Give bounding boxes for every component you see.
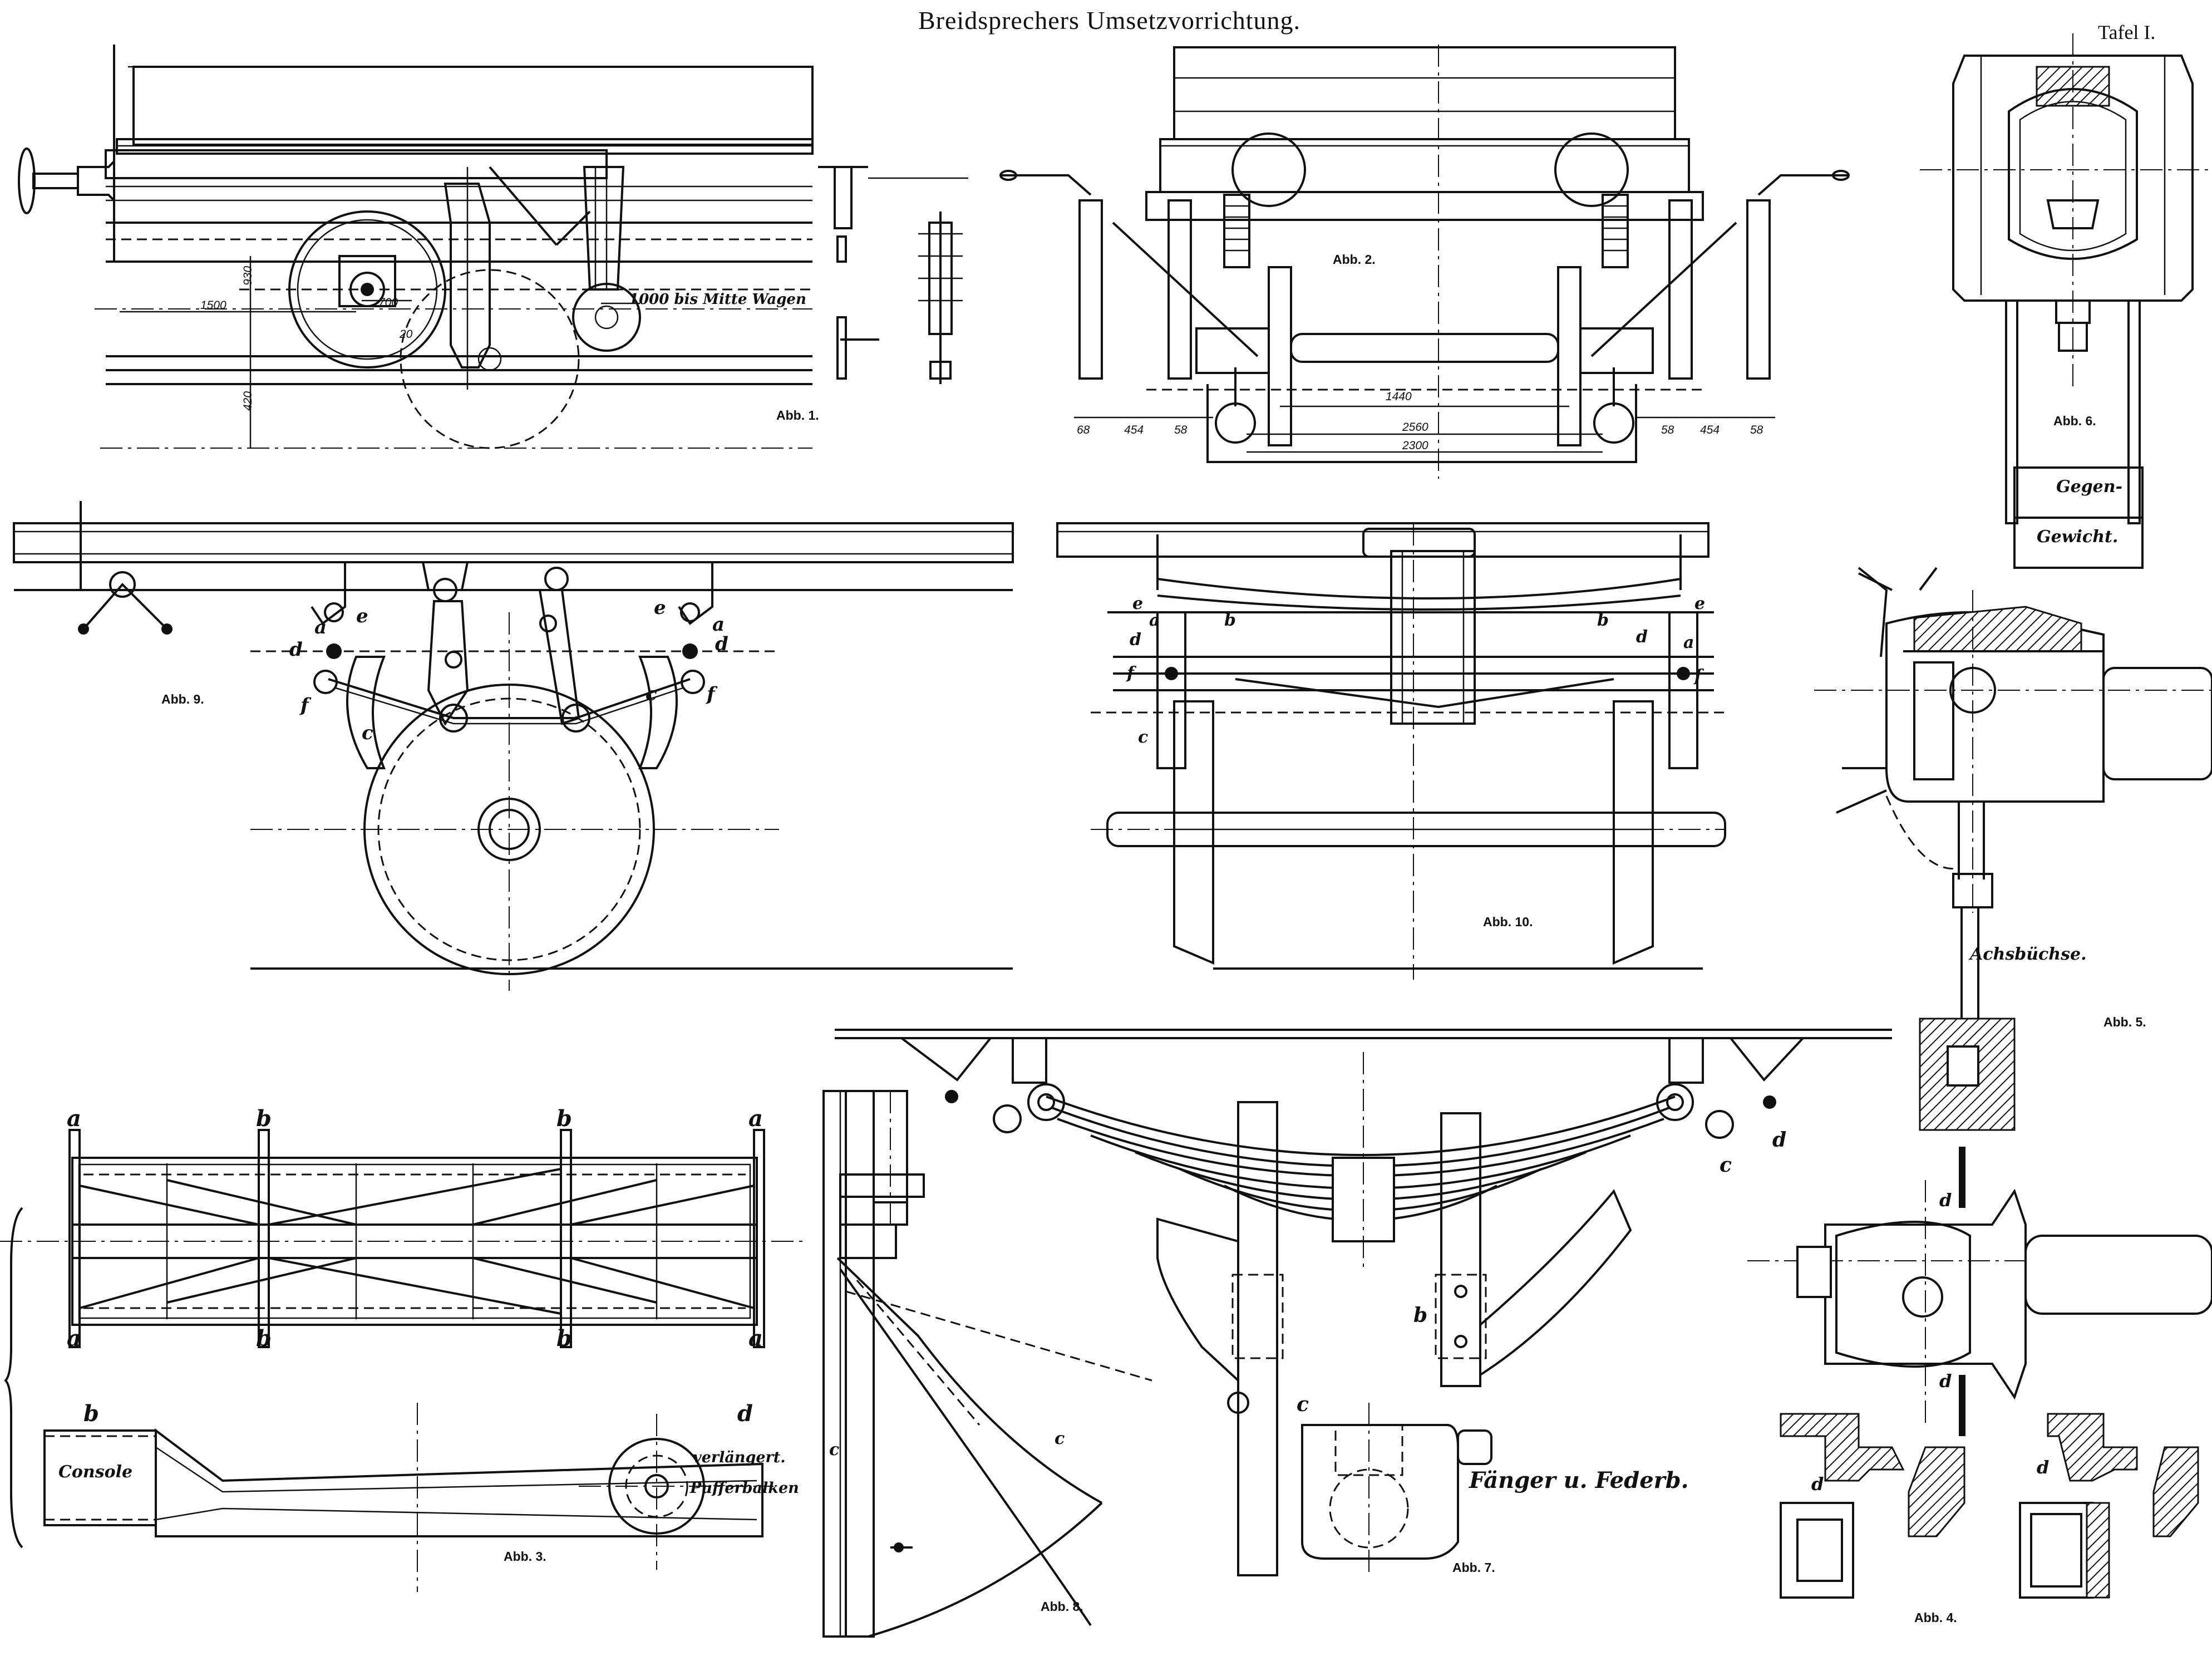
letter-e: e bbox=[654, 597, 666, 619]
letter-b: b bbox=[556, 1105, 572, 1132]
letter-d: d bbox=[1939, 1370, 1952, 1392]
letter-d: d bbox=[1772, 1128, 1787, 1152]
letter-c: c bbox=[646, 683, 657, 705]
letter-c: c bbox=[362, 722, 373, 744]
figure-label-abb10: Abb. 10. bbox=[1483, 915, 1533, 929]
letter-a: a bbox=[748, 1325, 763, 1352]
dim-right-58: 58 bbox=[1661, 424, 1674, 436]
dim-700: 700 bbox=[378, 296, 398, 309]
figure-label-abb2: Abb. 2. bbox=[1333, 252, 1376, 267]
detail-sketch bbox=[818, 166, 968, 384]
letter-e: e bbox=[1132, 594, 1144, 613]
figure-label-abb7: Abb. 7. bbox=[1452, 1560, 1495, 1575]
letter-b: b bbox=[256, 1105, 272, 1132]
dim-420: 420 bbox=[242, 391, 255, 411]
abb10-drawing bbox=[1056, 522, 1726, 980]
abb4-drawing bbox=[1747, 1147, 2212, 1599]
inscription-achsbuchse: Achsbüchse. bbox=[1970, 945, 2087, 964]
letter-d: d bbox=[1130, 630, 1141, 650]
letter-d: d bbox=[715, 633, 728, 655]
letter-a: a bbox=[67, 1105, 81, 1132]
inscription-gewicht: Gewicht. bbox=[2037, 527, 2119, 547]
letter-a: a bbox=[712, 613, 725, 636]
inscription-pufferbalken: Pufferbalken bbox=[690, 1480, 799, 1497]
letter-b: b bbox=[1597, 611, 1609, 630]
letter-d: d bbox=[1939, 1190, 1952, 1211]
figure-label-abb3: Abb. 3. bbox=[504, 1549, 546, 1564]
letter-a: a bbox=[67, 1325, 81, 1352]
letter-a: a bbox=[748, 1105, 763, 1132]
inscription-verlaengert: verlängert. bbox=[693, 1449, 786, 1466]
dim-930: 930 bbox=[242, 266, 255, 286]
figure-label-abb4: Abb. 4. bbox=[1914, 1610, 1957, 1625]
inscription-gegen: Gegen- bbox=[2056, 477, 2123, 497]
dim-2300: 2300 bbox=[1402, 439, 1428, 452]
letter-b: b bbox=[1413, 1304, 1428, 1327]
plate-number: Tafel I. bbox=[2098, 21, 2156, 43]
letter-f: f bbox=[1127, 664, 1134, 683]
letter-b: b bbox=[1224, 611, 1236, 630]
letter-b: b bbox=[83, 1401, 99, 1427]
figure-label-abb6: Abb. 6. bbox=[2053, 414, 2096, 428]
letter-f: f bbox=[707, 683, 715, 705]
figure-label-abb5: Abb. 5. bbox=[2103, 1015, 2146, 1029]
abb1-drawing bbox=[18, 45, 814, 449]
inscription-console: Console bbox=[58, 1462, 133, 1482]
letter-c: c bbox=[1138, 728, 1149, 747]
abb6-drawing bbox=[1920, 33, 2212, 569]
letter-f: f bbox=[1694, 666, 1702, 686]
dim-2560: 2560 bbox=[1402, 421, 1428, 434]
abb7-drawing bbox=[835, 1029, 1892, 1576]
dim-right-454: 454 bbox=[1700, 424, 1720, 436]
letter-d: d bbox=[2037, 1457, 2050, 1478]
letter-f: f bbox=[300, 694, 309, 716]
abb9-drawing bbox=[13, 501, 1014, 991]
letter-d: d bbox=[1811, 1473, 1824, 1495]
letter-c: c bbox=[1055, 1429, 1065, 1448]
letter-a: a bbox=[1149, 611, 1160, 630]
dim-right-58b: 58 bbox=[1750, 424, 1763, 436]
figure-label-abb1: Abb. 1. bbox=[776, 408, 819, 422]
dim-left-454: 454 bbox=[1124, 424, 1144, 436]
letter-c: c bbox=[1720, 1153, 1732, 1177]
letter-a: a bbox=[314, 616, 327, 638]
dim-1440: 1440 bbox=[1386, 390, 1412, 403]
figure-label-abb8: Abb. 8. bbox=[1041, 1599, 1083, 1614]
plate-title: Breidsprechers Umsetzvorrichtung. bbox=[918, 6, 1301, 35]
letter-b: b bbox=[256, 1325, 272, 1352]
abb2-drawing bbox=[999, 45, 1850, 479]
figure-label-abb9: Abb. 9. bbox=[161, 692, 204, 706]
abb8-drawing bbox=[822, 1090, 1152, 1638]
abb3-drawing bbox=[0, 1129, 807, 1592]
letter-c: c bbox=[829, 1440, 840, 1460]
dim-1500: 1500 bbox=[200, 299, 226, 312]
dim-note-mitte-wagen: 1000 bis Mitte Wagen bbox=[629, 291, 806, 308]
letter-c: c bbox=[1297, 1393, 1309, 1416]
letter-b: b bbox=[556, 1325, 572, 1352]
abb5-drawing bbox=[1814, 567, 2212, 1131]
letter-d: d bbox=[289, 638, 303, 661]
dim-left-58: 58 bbox=[1174, 424, 1188, 436]
letter-e: e bbox=[356, 605, 368, 627]
letter-d: d bbox=[1636, 627, 1648, 647]
inscription-faenger: Fänger u. Federb. bbox=[1469, 1467, 1689, 1493]
letter-d: d bbox=[737, 1401, 753, 1427]
letter-a: a bbox=[1683, 633, 1694, 652]
dim-20: 20 bbox=[400, 328, 413, 341]
dim-left-68: 68 bbox=[1077, 424, 1090, 436]
letter-e: e bbox=[1694, 594, 1706, 613]
